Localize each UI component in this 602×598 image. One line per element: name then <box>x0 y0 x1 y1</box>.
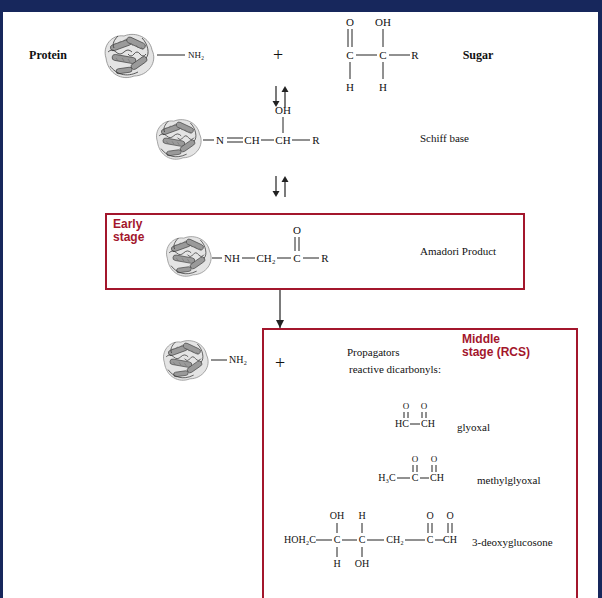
stage-box: Middle stage (RCS) Propagators reactive di… <box>262 328 578 598</box>
atom-label: CH <box>421 419 435 429</box>
product-name: Schiff base <box>420 133 469 144</box>
compound-name: methylglyoxal <box>477 474 541 487</box>
atom-label: CH₂ <box>386 535 403 545</box>
atom-label: CH <box>275 135 290 146</box>
reaction-arrow <box>279 290 280 328</box>
atom-label: H <box>358 511 365 521</box>
molecule-title: Sugar <box>463 49 494 61</box>
stage-box: Early stageAmadori Product <box>105 213 525 290</box>
atom-label: H₃C <box>378 473 395 483</box>
atom-label: OH <box>330 511 344 521</box>
atom-label: O <box>412 455 419 464</box>
molecule-title: Protein <box>29 49 67 61</box>
atom-label: R <box>312 135 319 146</box>
atom-label: NH <box>224 253 240 264</box>
atom-label: C <box>293 253 300 264</box>
chemical-bond <box>157 29 452 557</box>
compound-name: glyoxal <box>457 421 490 434</box>
atom-label: R <box>411 50 418 61</box>
stage-title: Early stage <box>113 218 153 244</box>
atom-label: O <box>446 511 453 521</box>
atom-label: C <box>346 50 353 61</box>
atom-label: O <box>403 402 410 411</box>
atom-label: CH₂ <box>256 253 275 264</box>
atom-label: CH <box>443 535 457 545</box>
atom-label: CH <box>244 135 259 146</box>
atom-label: O <box>421 402 428 411</box>
group-heading: Propagators <box>347 346 400 359</box>
compound-name: 3-deoxyglucosone <box>472 536 553 549</box>
atom-label: C <box>412 473 419 483</box>
product-name: Amadori Product <box>420 245 496 258</box>
atom-label: OH <box>275 105 291 116</box>
atom-label: HC <box>395 419 409 429</box>
atom-label: H <box>346 82 354 93</box>
atom-label: HOH₂C <box>284 535 316 545</box>
atom-label: OH <box>375 17 391 28</box>
stage-title: Middle stage (RCS) <box>462 333 532 359</box>
atom-label: O <box>431 455 438 464</box>
protein-figure <box>105 34 211 380</box>
atom-label: N <box>216 135 224 146</box>
atom-label: H <box>333 559 340 569</box>
atom-label: H <box>379 82 387 93</box>
plus-sign: + <box>273 46 283 64</box>
atom-label: O <box>346 17 354 28</box>
atom-label: C <box>427 535 434 545</box>
atom-label: OH <box>355 559 369 569</box>
atom-label: O <box>293 225 301 236</box>
atom-label: O <box>426 511 433 521</box>
atom-label: CH <box>430 473 444 483</box>
atom-label: C <box>334 535 341 545</box>
atom-label: C <box>359 535 366 545</box>
group-heading: reactive dicarbonyls: <box>349 363 441 376</box>
plus-sign: + <box>275 354 285 372</box>
atom-label: NH₂ <box>229 355 247 365</box>
atom-label: NH₂ <box>188 51 204 60</box>
atom-label: C <box>379 50 386 61</box>
atom-label: R <box>321 253 328 264</box>
